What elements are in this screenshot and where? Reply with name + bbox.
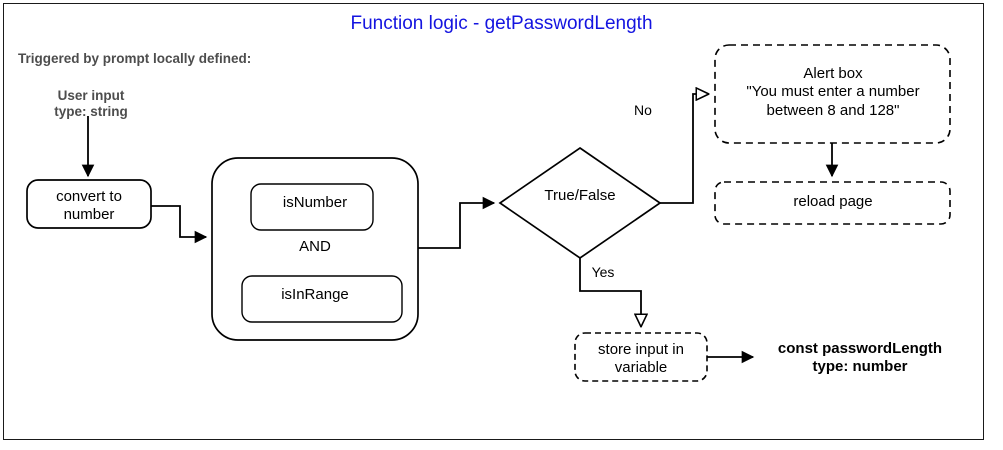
node-convert-to-number bbox=[26, 179, 152, 229]
edge-label-no: No bbox=[634, 102, 652, 118]
node-is-number-label: isNumber bbox=[282, 194, 348, 211]
diagram-title: Function logic - getPasswordLength bbox=[350, 13, 653, 34]
node-is-in-range-label: isInRange bbox=[281, 286, 349, 303]
node-reload-page-label: reload page bbox=[793, 193, 873, 210]
diagram-border bbox=[3, 3, 984, 440]
node-reload-page bbox=[714, 181, 951, 225]
connector-yes-to-store bbox=[579, 258, 641, 327]
node-result-label: const passwordLength type: number bbox=[777, 340, 943, 376]
edge-label-yes: Yes bbox=[591, 264, 615, 280]
connector-convert-to-and bbox=[151, 205, 208, 244]
node-and-label: AND bbox=[299, 238, 331, 255]
node-store-input-label: store input in variable bbox=[598, 341, 684, 377]
connector-no-to-alert bbox=[660, 94, 709, 204]
node-decision-label: True/False bbox=[544, 187, 616, 204]
user-input-note: User input type: string bbox=[54, 88, 128, 120]
node-is-in-range bbox=[241, 275, 403, 323]
connector-and-to-decision bbox=[418, 196, 496, 249]
node-convert-to-number-label: convert to number bbox=[56, 188, 122, 224]
node-alert-box-label: Alert box "You must enter a number betwe… bbox=[746, 65, 920, 119]
trigger-note: Triggered by prompt locally defined: bbox=[18, 51, 252, 66]
node-is-number bbox=[250, 183, 374, 231]
